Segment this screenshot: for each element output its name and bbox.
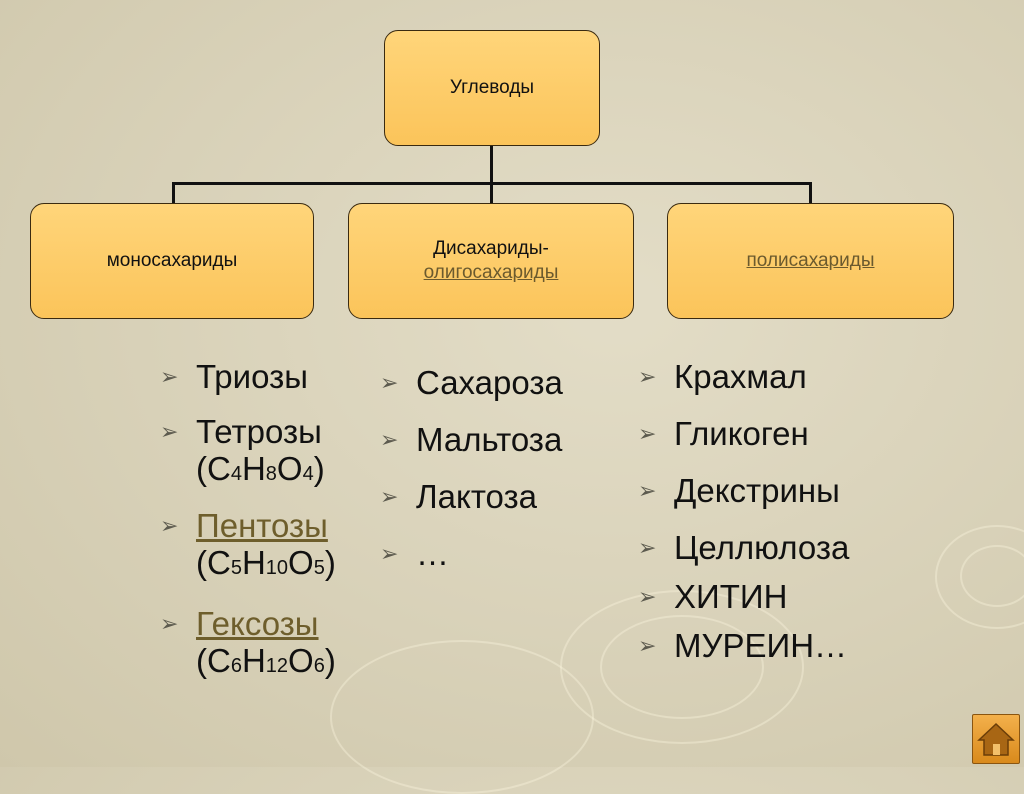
item-name: Мальтоза — [416, 421, 563, 458]
list-item: ➢ Лактоза — [380, 478, 563, 515]
list-item: ➢ Целлюлоза — [638, 529, 849, 566]
background-ripple — [330, 640, 594, 794]
node-mono-label: моносахариды — [106, 250, 238, 271]
node-poly-link[interactable]: полисахариды — [746, 250, 875, 271]
item-name: Декстрины — [674, 472, 840, 509]
bullet-icon: ➢ — [380, 427, 399, 452]
list-item: ➢ Триозы — [160, 358, 336, 395]
home-button[interactable] — [972, 714, 1020, 764]
bullet-icon: ➢ — [160, 611, 179, 636]
list-item: ➢ … — [380, 535, 563, 572]
formula: (C6H12O6) — [196, 642, 336, 679]
item-name: Крахмал — [674, 358, 807, 395]
node-disaccharides: Дисахариды- олигосахариды — [348, 203, 634, 319]
formula: (C5H10O5) — [196, 544, 336, 581]
background-ripple — [960, 545, 1024, 607]
item-name: Целлюлоза — [674, 529, 850, 566]
list-di: ➢ Сахароза ➢ Мальтоза ➢ Лактоза ➢ … — [380, 364, 563, 572]
item-name: Лактоза — [416, 478, 538, 515]
home-icon — [977, 722, 1015, 756]
connector-poly — [809, 182, 812, 204]
bullet-icon: ➢ — [638, 584, 657, 609]
item-link-pentoses[interactable]: Пентозы — [196, 507, 328, 544]
bullet-icon: ➢ — [160, 513, 179, 538]
list-item: ➢ Декстрины — [638, 472, 849, 509]
bullet-icon: ➢ — [160, 364, 179, 389]
list-item: ➢ Мальтоза — [380, 421, 563, 458]
list-mono: ➢ Триозы ➢ Тетрозы (C4H8O4) ➢ Пентозы (C… — [160, 358, 336, 685]
item-name: МУРЕИН… — [674, 627, 848, 664]
list-item: ➢ МУРЕИН… — [638, 627, 849, 664]
bullet-icon: ➢ — [380, 370, 399, 395]
list-item: ➢ ХИТИН — [638, 578, 849, 615]
node-root-label: Углеводы — [449, 77, 535, 98]
bullet-icon: ➢ — [638, 364, 657, 389]
list-item: ➢ Сахароза — [380, 364, 563, 401]
item-name: Тетрозы — [196, 413, 322, 450]
bullet-icon: ➢ — [638, 478, 657, 503]
list-item: ➢ Крахмал — [638, 358, 849, 395]
connector-root-down — [490, 146, 493, 184]
item-name: Триозы — [196, 358, 308, 395]
item-name: Сахароза — [416, 364, 563, 401]
list-poly: ➢ Крахмал ➢ Гликоген ➢ Декстрины ➢ Целлю… — [638, 358, 849, 664]
node-monosaccharides: моносахариды — [30, 203, 314, 319]
node-polysaccharides: полисахариды — [667, 203, 954, 319]
bullet-icon: ➢ — [380, 541, 399, 566]
connector-di — [490, 182, 493, 204]
connector-mono — [172, 182, 175, 204]
item-name: Гликоген — [674, 415, 809, 452]
item-link-hexoses[interactable]: Гексозы — [196, 605, 319, 642]
node-di-link[interactable]: олигосахариды — [423, 262, 559, 283]
background-ripple — [600, 615, 764, 719]
bullet-icon: ➢ — [638, 535, 657, 560]
bullet-icon: ➢ — [638, 421, 657, 446]
item-name: ХИТИН — [674, 578, 788, 615]
formula: (C4H8O4) — [196, 450, 325, 487]
list-item: ➢ Тетрозы (C4H8O4) — [160, 413, 336, 493]
list-item: ➢ Пентозы (C5H10O5) — [160, 507, 336, 587]
bullet-icon: ➢ — [638, 633, 657, 658]
bullet-icon: ➢ — [160, 419, 179, 444]
bullet-icon: ➢ — [380, 484, 399, 509]
node-root: Углеводы — [384, 30, 600, 146]
list-item: ➢ Гликоген — [638, 415, 849, 452]
node-di-label-1: Дисахариды- — [433, 238, 549, 259]
list-item: ➢ Гексозы (C6H12O6) — [160, 605, 336, 685]
item-name: … — [416, 535, 449, 572]
